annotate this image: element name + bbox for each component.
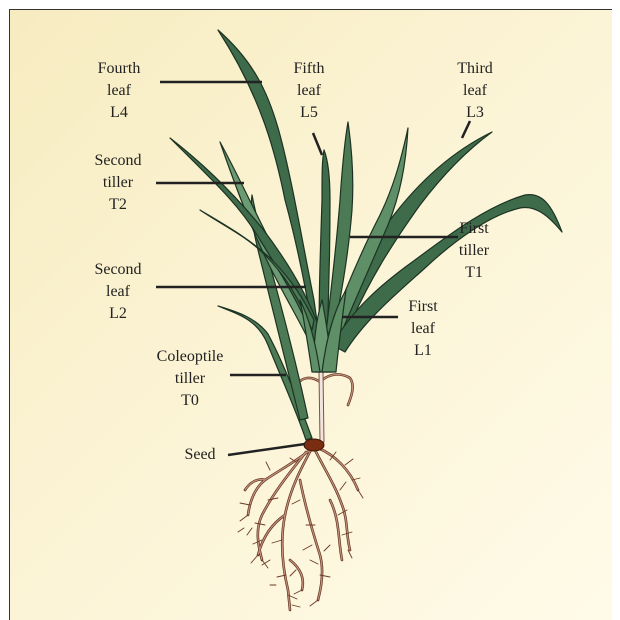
leader-seed xyxy=(228,444,305,455)
label-second-leaf: Second leaf L2 xyxy=(84,259,152,325)
leader-fifth-leaf xyxy=(313,133,322,155)
label-fourth-leaf: Fourth leaf L4 xyxy=(88,58,150,124)
label-first-leaf: First leaf L1 xyxy=(396,296,450,362)
label-seed: Seed xyxy=(176,444,224,466)
mesocotyl xyxy=(319,372,324,442)
label-fifth-leaf: Fifth leaf L5 xyxy=(280,58,338,124)
label-second-tiller: Second tiller T2 xyxy=(84,150,152,216)
label-first-tiller: First tiller T1 xyxy=(445,218,503,284)
label-coleoptile-tiller: Coleoptile tiller T0 xyxy=(144,346,236,412)
label-third-leaf: Third leaf L3 xyxy=(446,58,504,124)
seed-shape xyxy=(304,439,324,451)
